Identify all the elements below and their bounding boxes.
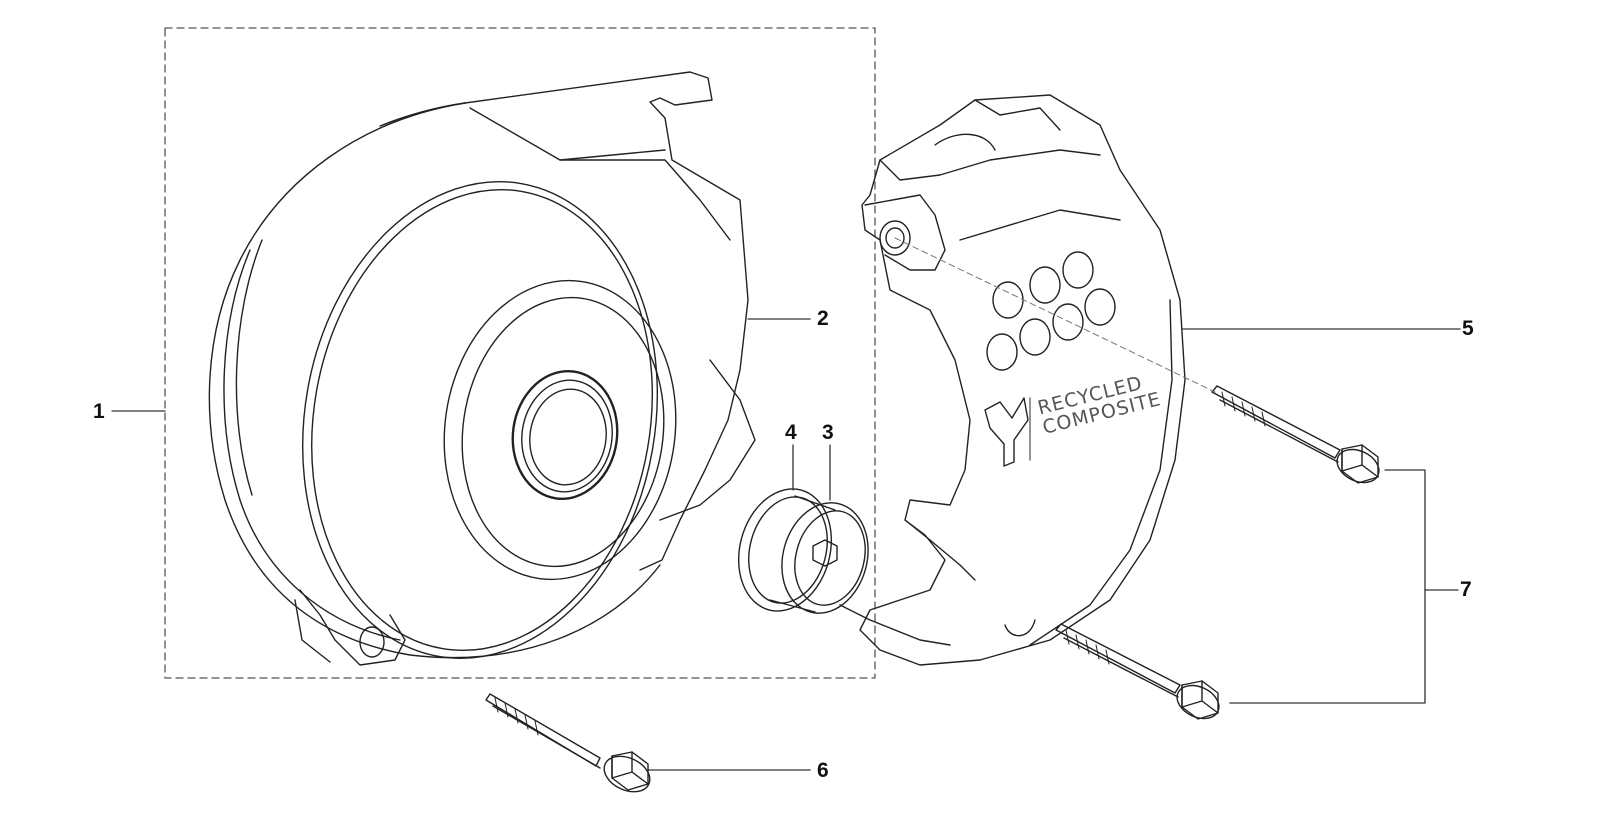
brand-logo-icon	[984, 397, 1029, 467]
alignment-line	[894, 237, 1216, 393]
bolt-part-7-lower	[1055, 623, 1220, 720]
callout-7: 7	[1460, 578, 1472, 601]
ignition-cover-part	[208, 71, 756, 666]
callout-5: 5	[1462, 317, 1474, 340]
leader-lines	[111, 318, 1461, 771]
outer-guard-cover-part	[839, 94, 1186, 666]
plug-with-oring-part	[737, 488, 869, 614]
callout-3: 3	[822, 421, 834, 444]
callout-4: 4	[785, 421, 797, 444]
callout-6: 6	[817, 759, 829, 782]
bolt-part-7-upper	[1211, 385, 1380, 484]
bolt-part-6	[485, 693, 651, 793]
callout-2: 2	[817, 307, 829, 330]
assembly-dashed-box	[164, 27, 876, 679]
callout-1: 1	[93, 400, 105, 423]
